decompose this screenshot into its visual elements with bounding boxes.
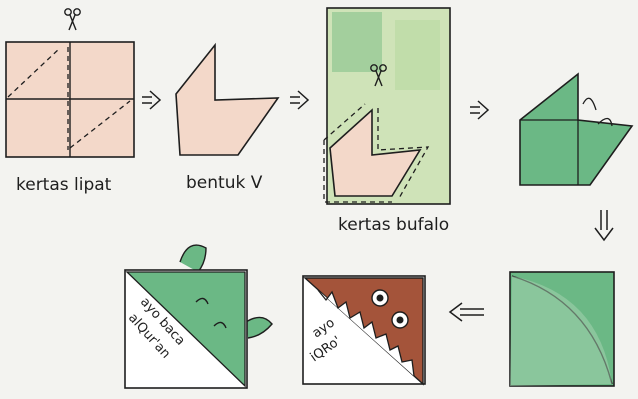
green-folded-shape [520,74,632,185]
step3-buffalo-paper [324,8,450,204]
step4-green-fold [520,74,632,185]
arrow-right-icon [290,91,308,109]
step1-square-paper [6,42,134,157]
step2-v-shape [176,45,278,155]
ear-top [180,245,206,272]
pupil-left [377,295,384,302]
paint-patch-dark [332,12,382,72]
step5-green-square [510,272,614,386]
step1-label: kertas lipat [16,175,112,195]
paint-patch-light [395,20,440,90]
step3-label: kertas bufalo [338,215,449,235]
step7-green-bookmark: ayo baca alQur'an [125,245,272,388]
arrow-left-icon [450,303,484,321]
arrow-right-icon [470,101,488,119]
arrow-right-icon [142,91,160,109]
step2-label: bentuk V [186,173,263,193]
pupil-right [397,317,404,324]
arrow-down-icon [595,210,613,240]
scissors-icon [65,9,80,30]
v-shape-paper [176,45,278,155]
step6-brown-monster: ayo iQRo' [303,276,425,384]
ear-right [246,317,272,338]
rotate-arrow-icon [583,98,596,110]
